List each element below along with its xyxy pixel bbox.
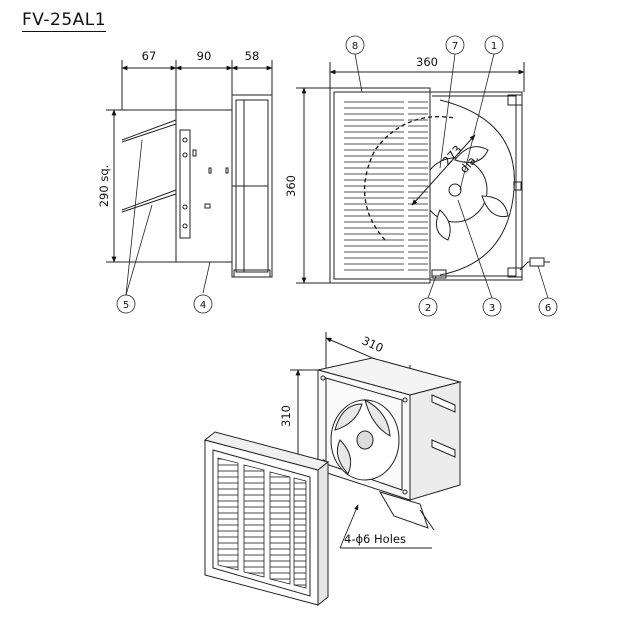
model-title: FV-25AL1	[22, 10, 107, 32]
callout-6: 6	[545, 303, 551, 314]
callout-1: 1	[491, 41, 497, 52]
callout-5: 5	[123, 300, 129, 311]
callout-4-leader	[193, 261, 213, 314]
front-callout-bubbles	[345, 35, 558, 317]
front-grille-slats	[344, 101, 428, 271]
callout-5-leaders	[116, 139, 153, 314]
fan-outline-dashed	[363, 116, 456, 241]
iso-view	[203, 332, 462, 607]
iso-grille-slats	[217, 457, 307, 589]
callout-3: 3	[489, 303, 495, 314]
callout-4: 4	[200, 300, 206, 311]
side-view	[106, 60, 273, 278]
callout-8: 8	[352, 41, 358, 52]
power-cord	[519, 257, 550, 271]
fan-dia-dim-line	[411, 134, 476, 206]
front-view	[296, 62, 525, 284]
dim-front-height: 360	[284, 175, 298, 197]
dim-iso-width: 310	[360, 333, 386, 355]
dim-side-height: 290 sq.	[97, 165, 111, 208]
callout-7: 7	[452, 41, 458, 52]
dim-side-90: 90	[197, 49, 212, 63]
holes-note: 4-ϕ6 Holes	[344, 532, 406, 546]
callout-2: 2	[425, 303, 431, 314]
dim-side-58: 58	[245, 49, 260, 63]
dim-iso-height: 310	[279, 405, 293, 427]
dim-side-67: 67	[142, 49, 157, 63]
holes-note-leader	[339, 504, 432, 549]
dim-front-width: 360	[416, 55, 438, 69]
